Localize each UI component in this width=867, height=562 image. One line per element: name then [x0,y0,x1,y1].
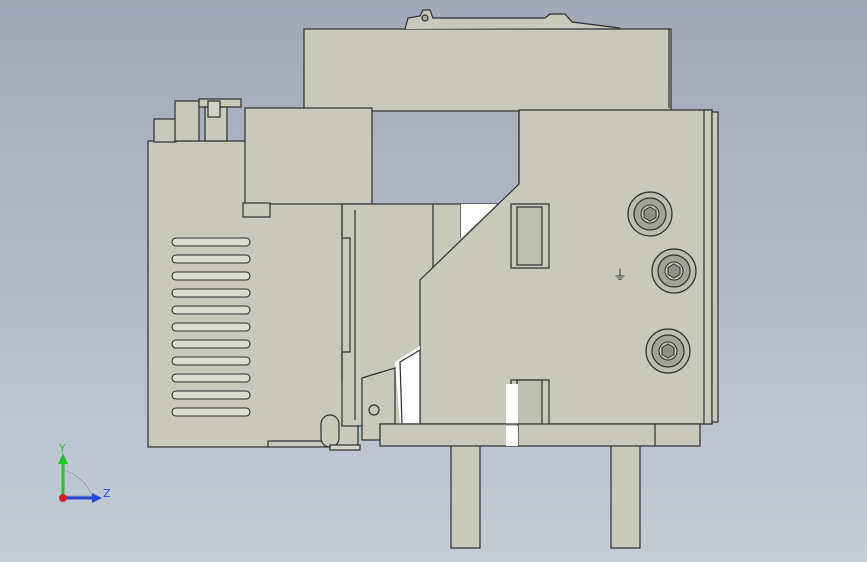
ventilation-slots [171,237,251,417]
coordinate-triad: Y Z [58,442,111,503]
cam-screw [368,404,380,416]
left-terminal-leg [450,444,481,549]
base-plate [379,423,701,447]
origin-icon [59,494,67,502]
upper-terminal-screw [627,191,673,237]
ground-symbol-icon: ⏚ [613,268,627,284]
top-housing [303,28,672,112]
y-axis-label: Y [58,442,66,455]
top-lug [404,9,621,30]
cover-module [244,107,373,205]
ground-terminal-screw [651,248,697,294]
z-axis-label: Z [103,487,111,500]
right-terminal-leg [610,444,641,549]
lower-terminal-screw [645,328,691,374]
triad-plane-icon [63,469,93,497]
